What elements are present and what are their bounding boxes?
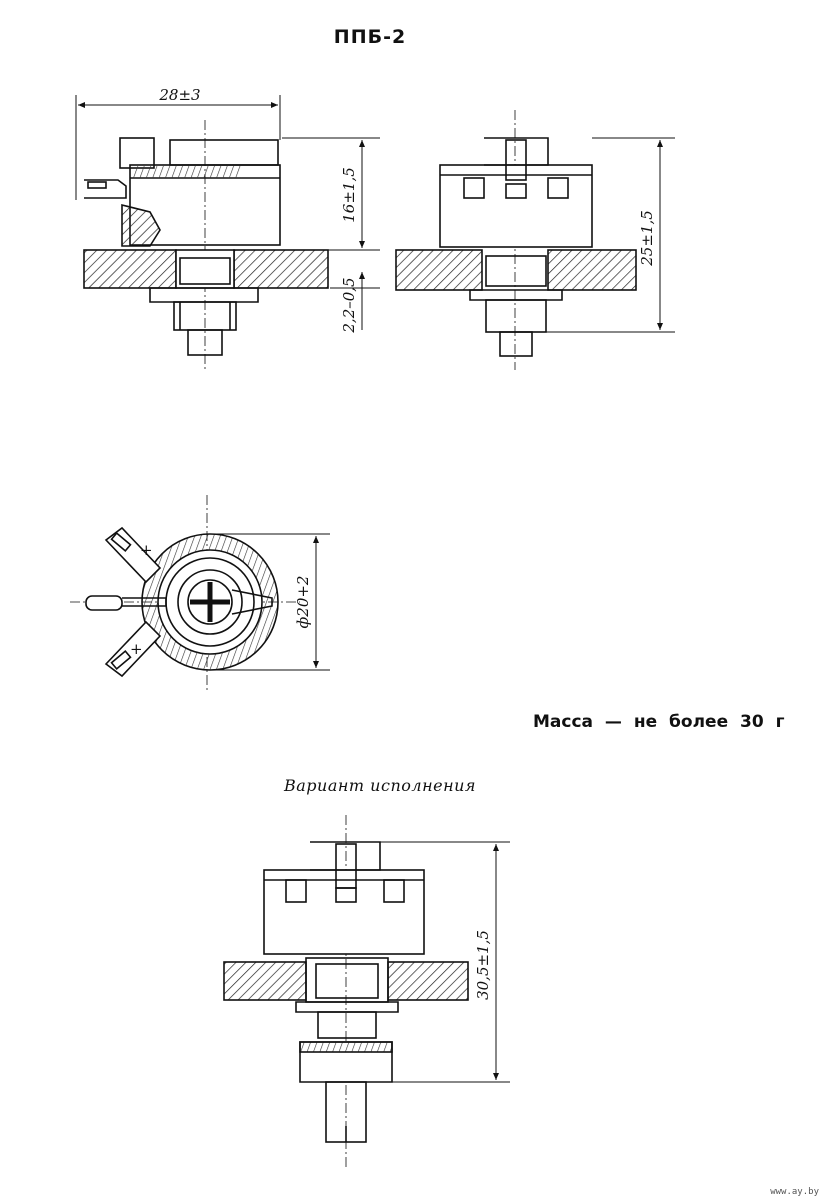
terminal-plus-top: + bbox=[140, 541, 153, 559]
top-view bbox=[70, 495, 330, 690]
dim-panel-thickness: 2,2–0,5 bbox=[340, 277, 358, 333]
dim-body-height: 16±1,5 bbox=[340, 167, 358, 223]
variant-view bbox=[223, 815, 510, 1170]
front-view-right bbox=[395, 110, 675, 370]
page-title: ППБ-2 bbox=[333, 26, 407, 48]
watermark: www.ay.by bbox=[770, 1187, 819, 1197]
dim-width: 28±3 bbox=[158, 86, 200, 104]
dim-total-height: 25±1,5 bbox=[638, 210, 656, 267]
terminal-plus-bottom: + bbox=[130, 640, 143, 658]
dim-diameter: ф20+2 bbox=[294, 576, 312, 629]
mass-note: Масса — не более 30 г bbox=[533, 712, 785, 732]
variant-title: Вариант исполнения bbox=[284, 776, 477, 795]
dim-variant-height: 30,5±1,5 bbox=[474, 930, 492, 1000]
side-view-left bbox=[75, 95, 380, 370]
